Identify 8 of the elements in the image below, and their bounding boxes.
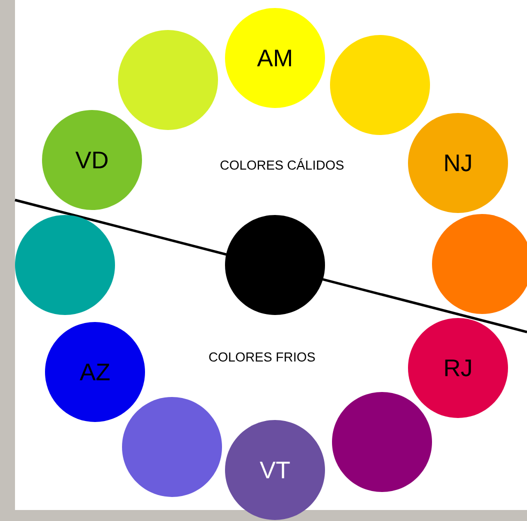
color-circle [332,392,432,492]
region-label: COLORES CÁLIDOS [218,157,346,171]
color-circle [122,397,222,497]
color-circle [118,30,218,130]
region-label: COLORES FRIOS [208,351,316,363]
color-circle [330,35,430,135]
color-circle [15,215,115,315]
color-circle [225,215,325,315]
